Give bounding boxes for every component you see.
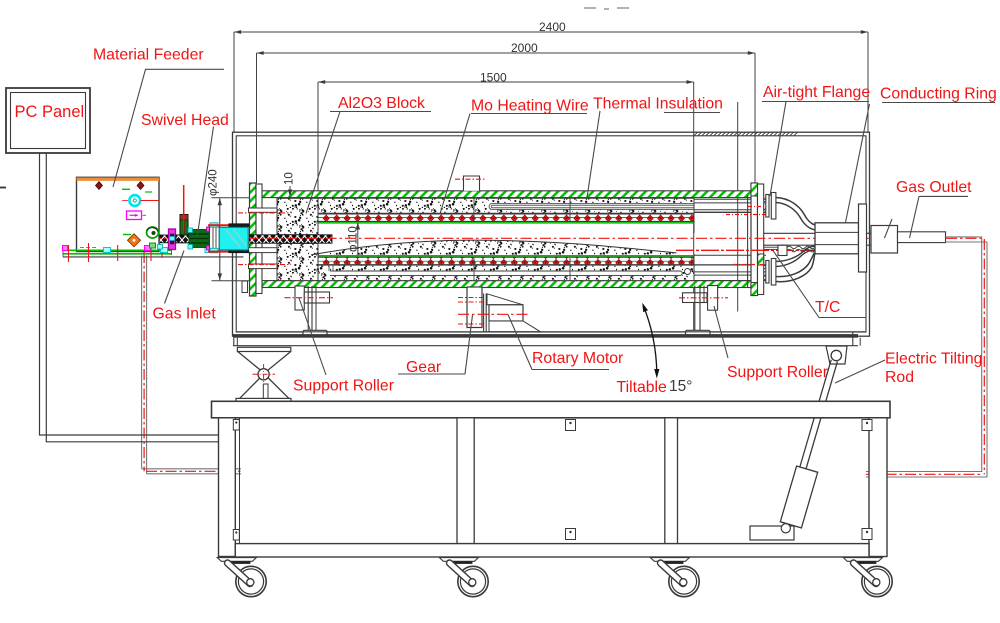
svg-text:Material Feeder: Material Feeder — [93, 47, 204, 64]
svg-text:2000: 2000 — [511, 41, 538, 55]
svg-text:1500: 1500 — [480, 70, 507, 84]
svg-text:Gas Inlet: Gas Inlet — [153, 306, 217, 323]
svg-text:Support Roller: Support Roller — [727, 364, 828, 381]
svg-text:10: 10 — [284, 172, 296, 185]
svg-text:Tiltable: Tiltable — [617, 379, 668, 396]
svg-text:Mo Heating Wire: Mo Heating Wire — [471, 98, 589, 115]
svg-text:Gas Outlet: Gas Outlet — [896, 179, 972, 196]
svg-text:Conducting Ring: Conducting Ring — [880, 86, 997, 103]
svg-text:Support Roller: Support Roller — [293, 378, 394, 395]
svg-text:φ110: φ110 — [348, 226, 360, 252]
svg-text:Gear: Gear — [406, 359, 441, 376]
svg-text:φ240: φ240 — [208, 169, 220, 196]
svg-text:Thermal Insulation: Thermal Insulation — [593, 96, 723, 113]
svg-text:Rod: Rod — [885, 369, 914, 386]
svg-text:T/C: T/C — [815, 299, 840, 316]
svg-text:Al2O3 Block: Al2O3 Block — [338, 95, 425, 112]
svg-text:PC Panel: PC Panel — [15, 103, 85, 121]
svg-text:Air-tight Flange: Air-tight Flange — [763, 84, 870, 101]
svg-text:15°: 15° — [669, 378, 692, 395]
svg-text:Electric Tilting: Electric Tilting — [885, 351, 982, 368]
svg-text:2400: 2400 — [539, 20, 566, 34]
svg-text:Rotary Motor: Rotary Motor — [532, 350, 623, 367]
svg-text:Swivel Head: Swivel Head — [141, 112, 229, 129]
